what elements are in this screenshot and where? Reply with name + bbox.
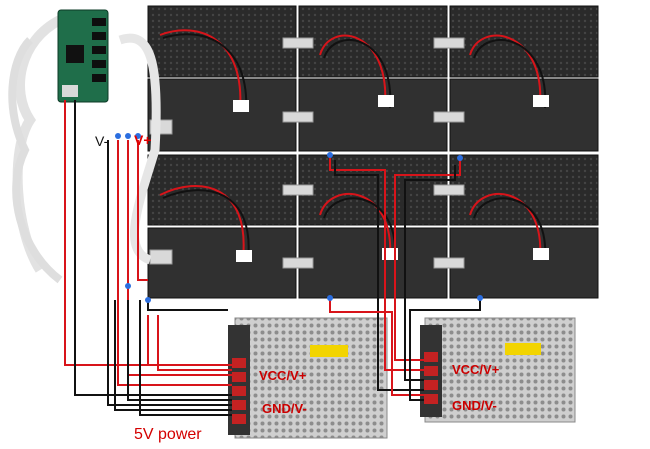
led-module-10	[147, 227, 297, 299]
power-wiring	[64, 100, 481, 416]
controller-card	[8, 9, 161, 284]
power-supply-2	[420, 317, 576, 423]
psu2-gnd-label: GND/V-	[452, 398, 497, 413]
v-plus-label: V+	[134, 132, 152, 148]
v-minus-label: V-	[95, 133, 109, 149]
psu2-vcc-label: VCC/V+	[452, 362, 500, 377]
led-module-12	[449, 227, 599, 299]
power-supply-1	[228, 317, 388, 439]
wire-terminals	[115, 133, 483, 303]
led-module-2	[298, 5, 448, 78]
led-module-3	[449, 5, 599, 78]
led-module-1	[147, 5, 297, 78]
psu1-gnd-label: GND/V-	[262, 401, 307, 416]
led-module-11	[298, 227, 448, 299]
psu1-vcc-label: VCC/V+	[259, 368, 307, 383]
led-module-4	[147, 78, 297, 152]
led-module-5	[298, 78, 448, 152]
led-module-9	[449, 154, 599, 226]
power-caption: 5V power	[134, 426, 202, 443]
led-panel-array	[147, 5, 599, 299]
led-module-8	[298, 154, 448, 226]
led-module-6	[449, 78, 599, 152]
